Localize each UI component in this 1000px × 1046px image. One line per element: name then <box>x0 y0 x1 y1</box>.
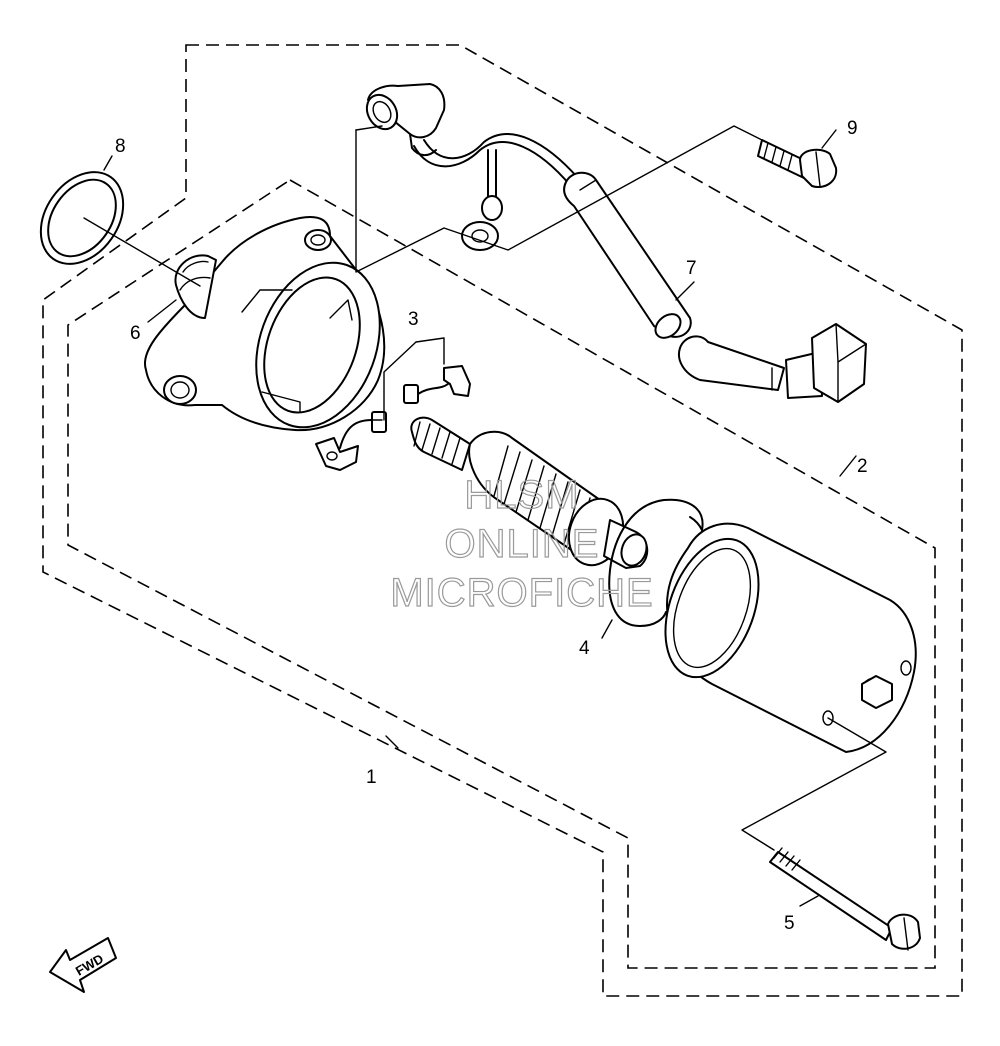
o-ring-part[interactable] <box>24 156 140 279</box>
callout-1: 1 <box>366 767 377 788</box>
callout-3: 3 <box>408 309 419 330</box>
watermark: HLSM ONLINE MICROFICHE <box>390 472 654 615</box>
leader-lines <box>83 125 887 907</box>
callout-5: 5 <box>784 913 795 934</box>
lead-wire-part[interactable] <box>361 83 867 403</box>
assembly-outline-2 <box>67 179 936 969</box>
callout-9: 9 <box>847 118 858 139</box>
through-bolt-part[interactable] <box>769 847 921 951</box>
callout-8: 8 <box>115 136 126 157</box>
assembly-outline-1 <box>42 44 963 997</box>
callout-2: 2 <box>857 456 868 477</box>
callout-4: 4 <box>579 638 590 659</box>
o-ring-part-4[interactable] <box>608 498 704 627</box>
brush-set-part[interactable] <box>315 365 471 471</box>
yoke-assembly-part[interactable] <box>648 522 917 753</box>
front-cover-part[interactable] <box>143 216 402 445</box>
callout-7: 7 <box>686 258 697 279</box>
armature-part[interactable] <box>410 416 650 573</box>
fwd-arrow-icon: FWD <box>49 937 117 993</box>
watermark-line-2: ONLINE <box>445 522 600 566</box>
bolt-part-9[interactable] <box>757 139 838 188</box>
watermark-line-3: MICROFICHE <box>390 571 653 615</box>
watermark-line-1: HLSM <box>464 473 579 517</box>
callout-6: 6 <box>130 323 141 344</box>
